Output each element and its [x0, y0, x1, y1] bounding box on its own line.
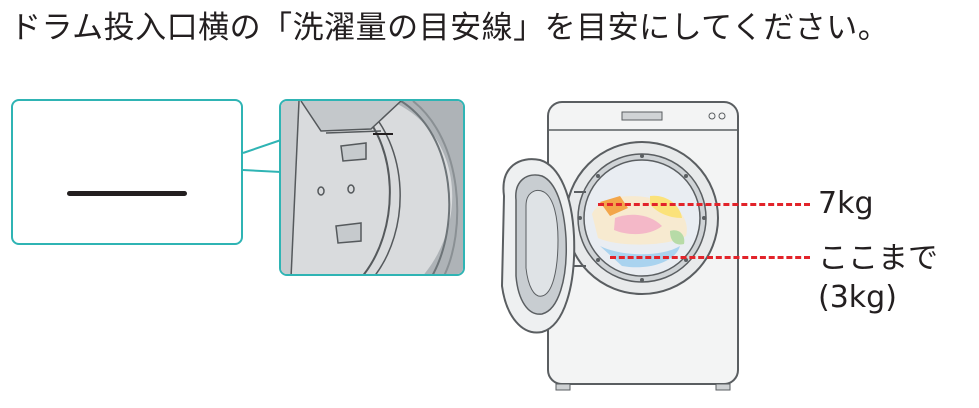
fill-level-label: ここまで [818, 241, 938, 276]
washing-machine-illustration [490, 96, 760, 396]
upper-guide-dashed-line [598, 203, 810, 206]
drum-opening-zoom-illustration [279, 99, 465, 276]
guide-line-callout [11, 99, 243, 245]
guide-line-mark [67, 191, 187, 196]
capacity-3kg-label: (3kg) [818, 280, 897, 315]
drum-zoom-drawing [281, 101, 463, 274]
lower-guide-dashed-line [610, 256, 810, 259]
instruction-heading: ドラム投入口横の「洗濯量の目安線」を目安にしてください。 [10, 10, 890, 46]
capacity-7kg-label: 7kg [818, 186, 874, 221]
washer-drawing [500, 101, 739, 391]
